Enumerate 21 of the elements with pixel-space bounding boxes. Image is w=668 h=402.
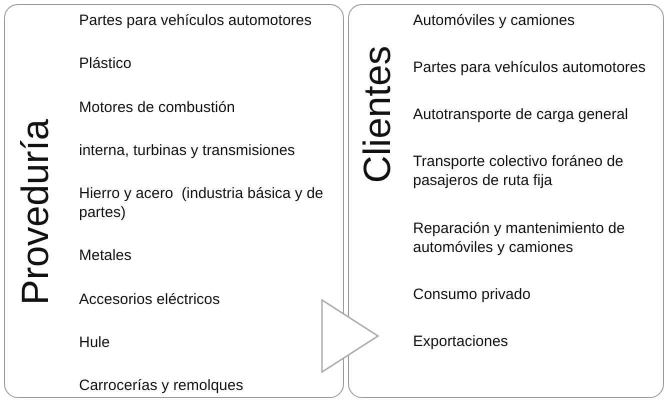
list-item: Metales xyxy=(79,246,133,266)
list-item: Accesorios eléctricos xyxy=(79,290,221,308)
list-item: Hierro y acero (industria básica y de partes) xyxy=(79,184,324,222)
vertical-heading: Proveduría xyxy=(17,119,55,305)
list-item: Automóviles y camiones xyxy=(413,11,576,30)
list-item: Transporte colectivo foráneo de pasajeros de ruta fija xyxy=(413,152,624,190)
list-item: Partes para vehículos automotores xyxy=(413,58,647,78)
vertical-heading: Clientes xyxy=(359,46,397,183)
list-item: Motores de combustión xyxy=(79,98,236,116)
list-item: interna, turbinas y transmisiones xyxy=(79,140,296,160)
list-item: Exportaciones xyxy=(413,332,510,351)
list-item: Reparación y mantenimiento de automóviles y camiones xyxy=(413,218,626,257)
list-item: Hule xyxy=(79,332,111,352)
chevron-arrow xyxy=(321,298,380,374)
list-item: Consumo privado xyxy=(413,284,532,304)
list-item: Plástico xyxy=(79,54,133,74)
list-item: Carrocerías y remolques xyxy=(79,376,244,395)
list-item: Autotransporte de carga general xyxy=(413,105,630,124)
list-panel xyxy=(348,4,664,398)
list-item: Partes para vehículos automotores xyxy=(79,11,313,30)
list-panel xyxy=(4,4,344,398)
